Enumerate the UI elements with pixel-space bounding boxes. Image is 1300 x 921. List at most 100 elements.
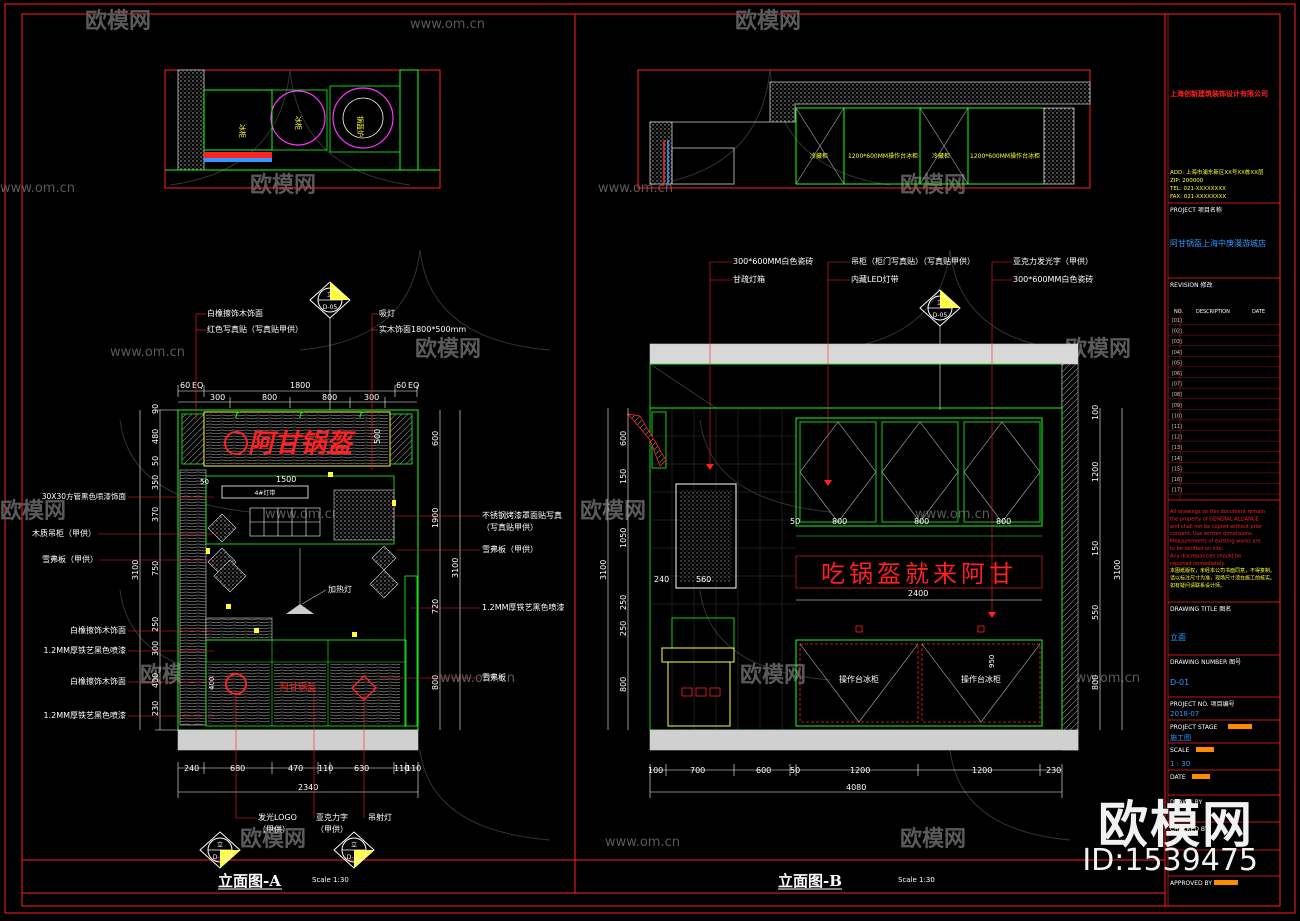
a-label-left-5: 1.2MM厚铁艺黑色喷漆 (43, 645, 126, 655)
a-label-right-2: （写真贴甲供） (482, 522, 538, 532)
a-dim-top-4: 60 (396, 381, 406, 390)
tb-scale: 1 : 30 (1170, 760, 1190, 768)
a-dim-top-9: 300 (364, 393, 379, 402)
a-label-top-2: 红色写真贴（写真贴甲供） (207, 324, 303, 334)
tb-address-2: ZIP: 200000 (1170, 178, 1204, 184)
tb-approved-header: APPROVED BY (1170, 880, 1212, 887)
revision-row-label: [04] (1172, 350, 1182, 356)
a-label-top-3: 吸灯 (379, 308, 395, 318)
b-right-total: 3100 (1113, 560, 1122, 580)
a-right-dim-3: 3100 (451, 558, 460, 578)
a-right-dim-4: 720 (431, 599, 440, 614)
watermark-site-tile: www.om.cn (440, 671, 515, 686)
b-left-dim-3: 1050 (619, 528, 628, 548)
tb-note-line: to be verified on site. (1170, 546, 1224, 552)
tb-stage-header: PROJECT STAGE (1170, 724, 1217, 731)
watermark-site-tile: www.om.cn (598, 181, 673, 196)
b-left-dim-2: 150 (619, 469, 628, 484)
b-left-dim-4: 250 (619, 595, 628, 610)
tb-note-line: and shall not be copied without prior (1170, 524, 1263, 530)
watermark-brand-tile: 欧模网 (740, 662, 806, 688)
b-label-top-2: 甘疏灯箱 (733, 274, 765, 284)
tb-scale-header: SCALE (1170, 747, 1189, 754)
a-right-dim-5: 800 (431, 675, 440, 690)
watermark-brand-tile: 欧模网 (250, 172, 316, 198)
tb-note-line: All drawings on this document remain (1170, 509, 1265, 515)
revision-row-label: [11] (1172, 424, 1182, 430)
b-inner-dim-2: 560 (696, 575, 711, 584)
callout-a-top-num: 立 (327, 291, 333, 299)
a-left-dim: 480 (151, 429, 160, 444)
tb-project-no-header: PROJECT NO. 项目编号 (1170, 700, 1235, 708)
a-dim-top-6: 300 (210, 393, 225, 402)
a-dim-bottom-total: 2340 (298, 783, 318, 792)
watermark-site-tile: www.om.cn (915, 507, 990, 522)
tb-address-3: TEL: 021-XXXXXXXX (1169, 186, 1226, 192)
callout-a-top-ref: D-05 (323, 304, 338, 311)
b-label-top-3: 吊柜（柜门写真贴）（写真贴甲供） (851, 256, 975, 266)
b-dim-bottom-3: 600 (756, 766, 771, 775)
revision-row-label: [01] (1172, 318, 1182, 324)
elevation-a-title: 立面图-A (218, 872, 281, 890)
b-right-dim-2: 1200 (1091, 462, 1100, 482)
watermark-brand-tile: 欧模网 (580, 498, 646, 524)
b-right-dim-4: 550 (1091, 605, 1100, 620)
a-dim-top-1: 60 (180, 381, 190, 390)
watermark-id: ID:1539475 (1082, 843, 1258, 878)
b-dim-bottom-2: 700 (690, 766, 705, 775)
a-left-total: 3100 (131, 560, 140, 580)
b-left-dim-1: 600 (619, 431, 628, 446)
tb-project-no: 2018-07 (1170, 710, 1199, 718)
a-inner-dim-3: 50 (200, 478, 209, 486)
a-dim-top-5: EQ (408, 381, 419, 390)
watermark-site-tile: www.om.cn (410, 17, 485, 32)
a-dim-top-3: 1800 (290, 381, 310, 390)
revision-row-label: [16] (1172, 477, 1182, 483)
callout-a-bottom: 立 D-05 (199, 831, 241, 869)
b-label-top-5: 亚克力发光字（甲供） (1013, 256, 1093, 266)
tb-note-line: reported immediately. (1170, 561, 1226, 567)
tb-checked-header: CHECKED BY (1170, 826, 1209, 833)
a-label-right-5: 雪弗板 (482, 672, 506, 682)
plan-a-label-3: 锅盔炉 (356, 116, 365, 137)
b-dim-bottom-6: 1200 (972, 766, 992, 775)
b-banner: 吃锅盔就来阿甘 (821, 560, 1017, 588)
revision-row-label: [12] (1172, 435, 1182, 441)
plan-b-label-4: 1200*600MM操作台冰柜 (970, 152, 1040, 160)
watermark-big-brand: 欧模网 (1098, 796, 1254, 854)
revision-row-label: [03] (1172, 339, 1182, 345)
revision-row-label: [08] (1172, 392, 1182, 398)
tb-rev-col-3: DATE (1252, 309, 1265, 315)
tb-revision-header: REVISION 修改 (1170, 281, 1213, 289)
revision-row-label: [06] (1172, 371, 1182, 377)
b-label-top-4: 内藏LED灯带 (851, 274, 899, 284)
a-dim-bottom-1: 240 (184, 764, 199, 773)
revision-row-label: [05] (1172, 360, 1182, 366)
a-dim-top-8: 800 (322, 393, 337, 402)
b-dim-bottom-1: 100 (648, 766, 663, 775)
a-label-left-2: 木质吊柜（甲供） (32, 528, 96, 538)
watermark-brand-tile: 欧模网 (0, 498, 66, 524)
a-label-right-3: 雪弗板（甲供） (482, 544, 538, 554)
callout-a-bottom-num: 立 (217, 841, 223, 849)
b-left-dim-6: 800 (619, 677, 628, 692)
callout-b-top-ref: D-05 (933, 312, 948, 319)
a-lamp-label: 加热灯 (328, 584, 352, 594)
a-label-top-1: 白橡擦饰木饰面 (207, 308, 263, 318)
watermark-site-tile: www.om.cn (265, 507, 340, 522)
a-left-dim: 750 (151, 561, 160, 576)
callout-a-bottom-2-ref: D-05 (347, 854, 362, 861)
a-counter-label: 4#灯带 (255, 489, 276, 497)
revision-row-label: [13] (1172, 445, 1182, 451)
b-right-dim-3: 150 (1091, 541, 1100, 556)
watermark-brand-tile: 欧模网 (85, 8, 151, 34)
b-cabinet-label-2: 操作台冰柜 (961, 674, 1001, 684)
a-left-dim: 350 (151, 475, 160, 490)
a-label-left-3: 雪弗板（甲供） (42, 554, 98, 564)
a-left-dim: 400 (151, 673, 160, 688)
a-left-dim: 90 (151, 404, 160, 414)
a-dim-bottom-4: 110 (318, 764, 333, 773)
revision-row-label: [07] (1172, 382, 1182, 388)
watermark-brand-tile: 欧模网 (735, 8, 801, 34)
